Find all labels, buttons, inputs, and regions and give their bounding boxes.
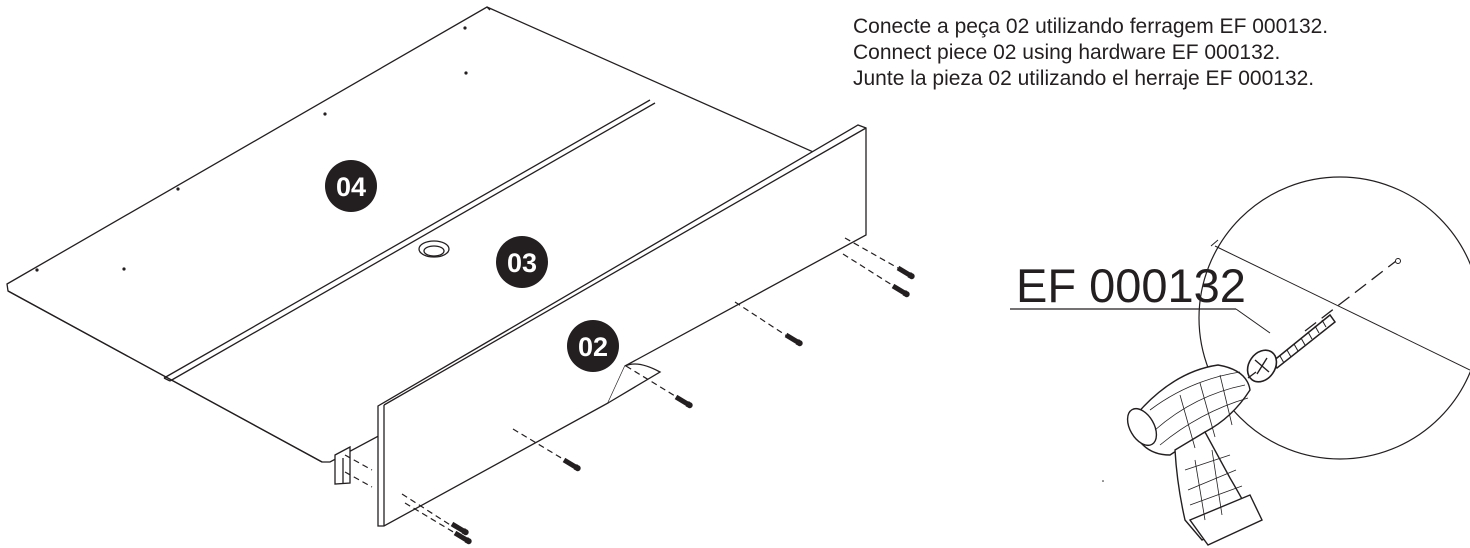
drill-icon: [1126, 364, 1263, 546]
panel-seam: [163, 99, 651, 379]
instruction-text-block: Conecte a peça 02 utilizando ferragem EF…: [853, 14, 1463, 92]
hardware-code-label: EF 000132: [1016, 259, 1246, 312]
screw-icon: [1246, 257, 1401, 383]
front-panel-02: [377, 124, 867, 527]
top-panel: [6, 6, 867, 463]
screw-icon: [674, 394, 693, 409]
screw-icon: [891, 283, 910, 298]
badge-part-02: 02: [567, 320, 619, 372]
hardware-detail: EF 000132: [1010, 176, 1470, 546]
instruction-line-portuguese: Conecte a peça 02 utilizando ferragem EF…: [853, 15, 1329, 38]
svg-text:03: 03: [507, 248, 537, 278]
top-panel-front-edge: [7, 290, 323, 463]
screw-icon: [896, 265, 915, 280]
svg-text:02: 02: [578, 332, 608, 362]
badge-part-04: 04: [325, 160, 377, 212]
detail-magnifier-circle: [1198, 176, 1470, 460]
svg-text:04: 04: [336, 172, 366, 202]
instruction-line-english: Connect piece 02 using hardware EF 00013…: [853, 41, 1281, 64]
instruction-line-spanish: Junte la pieza 02 utilizando el herraje …: [853, 67, 1315, 90]
screw-guides: [344, 237, 906, 537]
badge-part-03: 03: [496, 236, 548, 288]
panel-holes: [35, 26, 468, 272]
screw-icon: [562, 457, 581, 472]
screw-icon: [784, 332, 803, 347]
